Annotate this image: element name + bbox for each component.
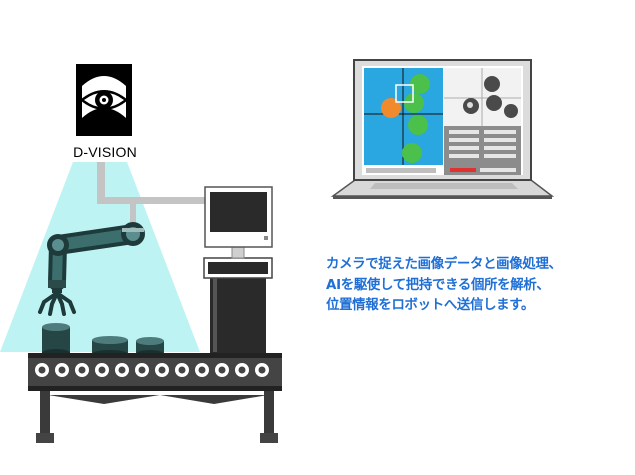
detected-part bbox=[402, 143, 422, 163]
part-cylinder bbox=[42, 323, 70, 357]
robot-gripper bbox=[38, 291, 76, 316]
conveyor-rollers bbox=[35, 363, 269, 377]
target-part bbox=[381, 98, 401, 118]
control-terminal bbox=[203, 186, 273, 355]
d-vision-logo bbox=[76, 64, 132, 136]
caption-line: AIを駆使して把持できる個所を解析、 bbox=[326, 277, 550, 293]
detected-part bbox=[404, 93, 424, 113]
eye-icon bbox=[80, 90, 128, 110]
caption: カメラで捉えた画像データと画像処理、 AIを駆使して把持できる個所を解析、 位置… bbox=[326, 255, 626, 317]
caption-line: 位置情報をロボットへ送信します。 bbox=[326, 298, 535, 313]
robot-arm bbox=[47, 222, 145, 293]
detected-part bbox=[408, 115, 428, 135]
conveyor bbox=[28, 353, 282, 443]
logo-label: D-VISION bbox=[73, 144, 137, 160]
vision-screen-panel bbox=[366, 126, 521, 175]
vision-screen-right bbox=[444, 68, 521, 126]
selection-box bbox=[395, 84, 414, 103]
vision-screen-left bbox=[364, 68, 443, 165]
caption-line: カメラで捉えた画像データと画像処理、 bbox=[326, 257, 562, 272]
camera-mount bbox=[97, 162, 209, 228]
detected-part bbox=[410, 74, 430, 94]
part-cylinder bbox=[136, 337, 164, 358]
